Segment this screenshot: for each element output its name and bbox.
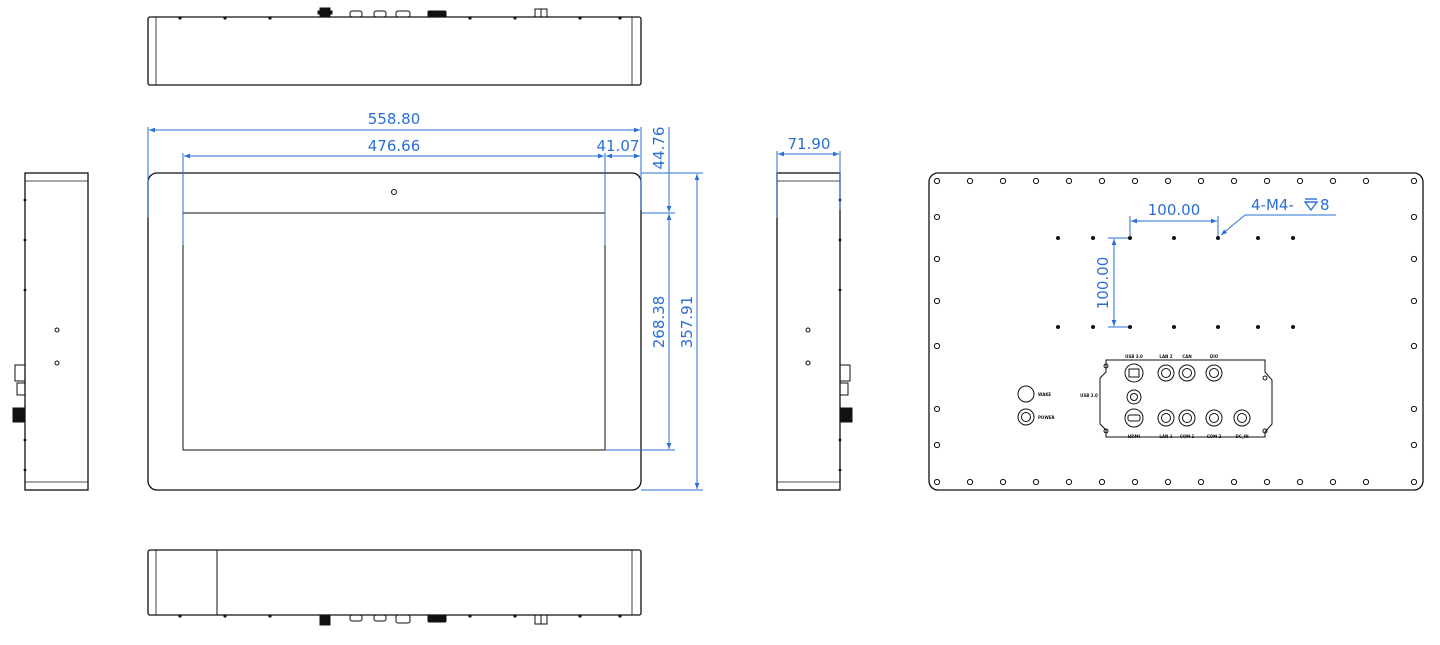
vesa-vertical-label: 100.00 bbox=[1094, 257, 1112, 310]
wake-label: WAKE bbox=[1038, 392, 1051, 397]
rear-dimension-labels: 100.00 100.00 4-M4- 8 bbox=[1094, 196, 1330, 309]
top-margin-label: 44.76 bbox=[650, 127, 668, 170]
usb-label: USB 3.0 bbox=[1125, 354, 1143, 359]
front-dimension-labels: 558.80 476.66 41.07 44.76 268.38 357.91 bbox=[368, 110, 696, 348]
front-dimensions bbox=[147, 127, 703, 491]
rear-view bbox=[928, 172, 1424, 491]
com2-label: COM 2 bbox=[1207, 434, 1222, 439]
power-label: POWER bbox=[1038, 415, 1055, 420]
hdmi-label: HDMI bbox=[1128, 434, 1141, 439]
rear-screws bbox=[933, 177, 1418, 486]
vesa-horizontal-label: 100.00 bbox=[1148, 201, 1201, 219]
can-label: CAN bbox=[1182, 354, 1191, 359]
com1-label: COM 1 bbox=[1180, 434, 1195, 439]
overall-height-label: 357.91 bbox=[678, 296, 696, 349]
mount-spec-label: 4-M4- bbox=[1251, 196, 1294, 214]
lan2-label: LAN 2 bbox=[1159, 354, 1172, 359]
left-side-view bbox=[12, 172, 89, 491]
lan1-label: LAN 1 bbox=[1159, 434, 1172, 439]
dio-label: DIO bbox=[1210, 354, 1219, 359]
display-width-label: 476.66 bbox=[368, 137, 421, 155]
mount-holes bbox=[1056, 236, 1295, 329]
side-margin-label: 41.07 bbox=[597, 137, 640, 155]
front-view bbox=[147, 172, 642, 491]
mount-depth-label: 8 bbox=[1320, 196, 1330, 214]
display-height-label: 268.38 bbox=[650, 296, 668, 349]
right-side-view bbox=[776, 172, 853, 491]
overall-width-label: 558.80 bbox=[368, 110, 421, 128]
usb-side-label: USB 2.0 bbox=[1080, 393, 1098, 398]
dc-in-label: DC_IN bbox=[1235, 434, 1248, 439]
rear-io-labels: USB 3.0 LAN 2 CAN DIO USB 2.0 HDMI LAN 1… bbox=[1038, 354, 1249, 439]
depth-dimension bbox=[776, 151, 841, 218]
rear-dimensions bbox=[1108, 214, 1336, 328]
depth-symbol-icon bbox=[1303, 198, 1319, 212]
depth-label: 71.90 bbox=[788, 135, 831, 153]
bottom-view bbox=[147, 549, 642, 626]
top-view bbox=[147, 7, 642, 86]
